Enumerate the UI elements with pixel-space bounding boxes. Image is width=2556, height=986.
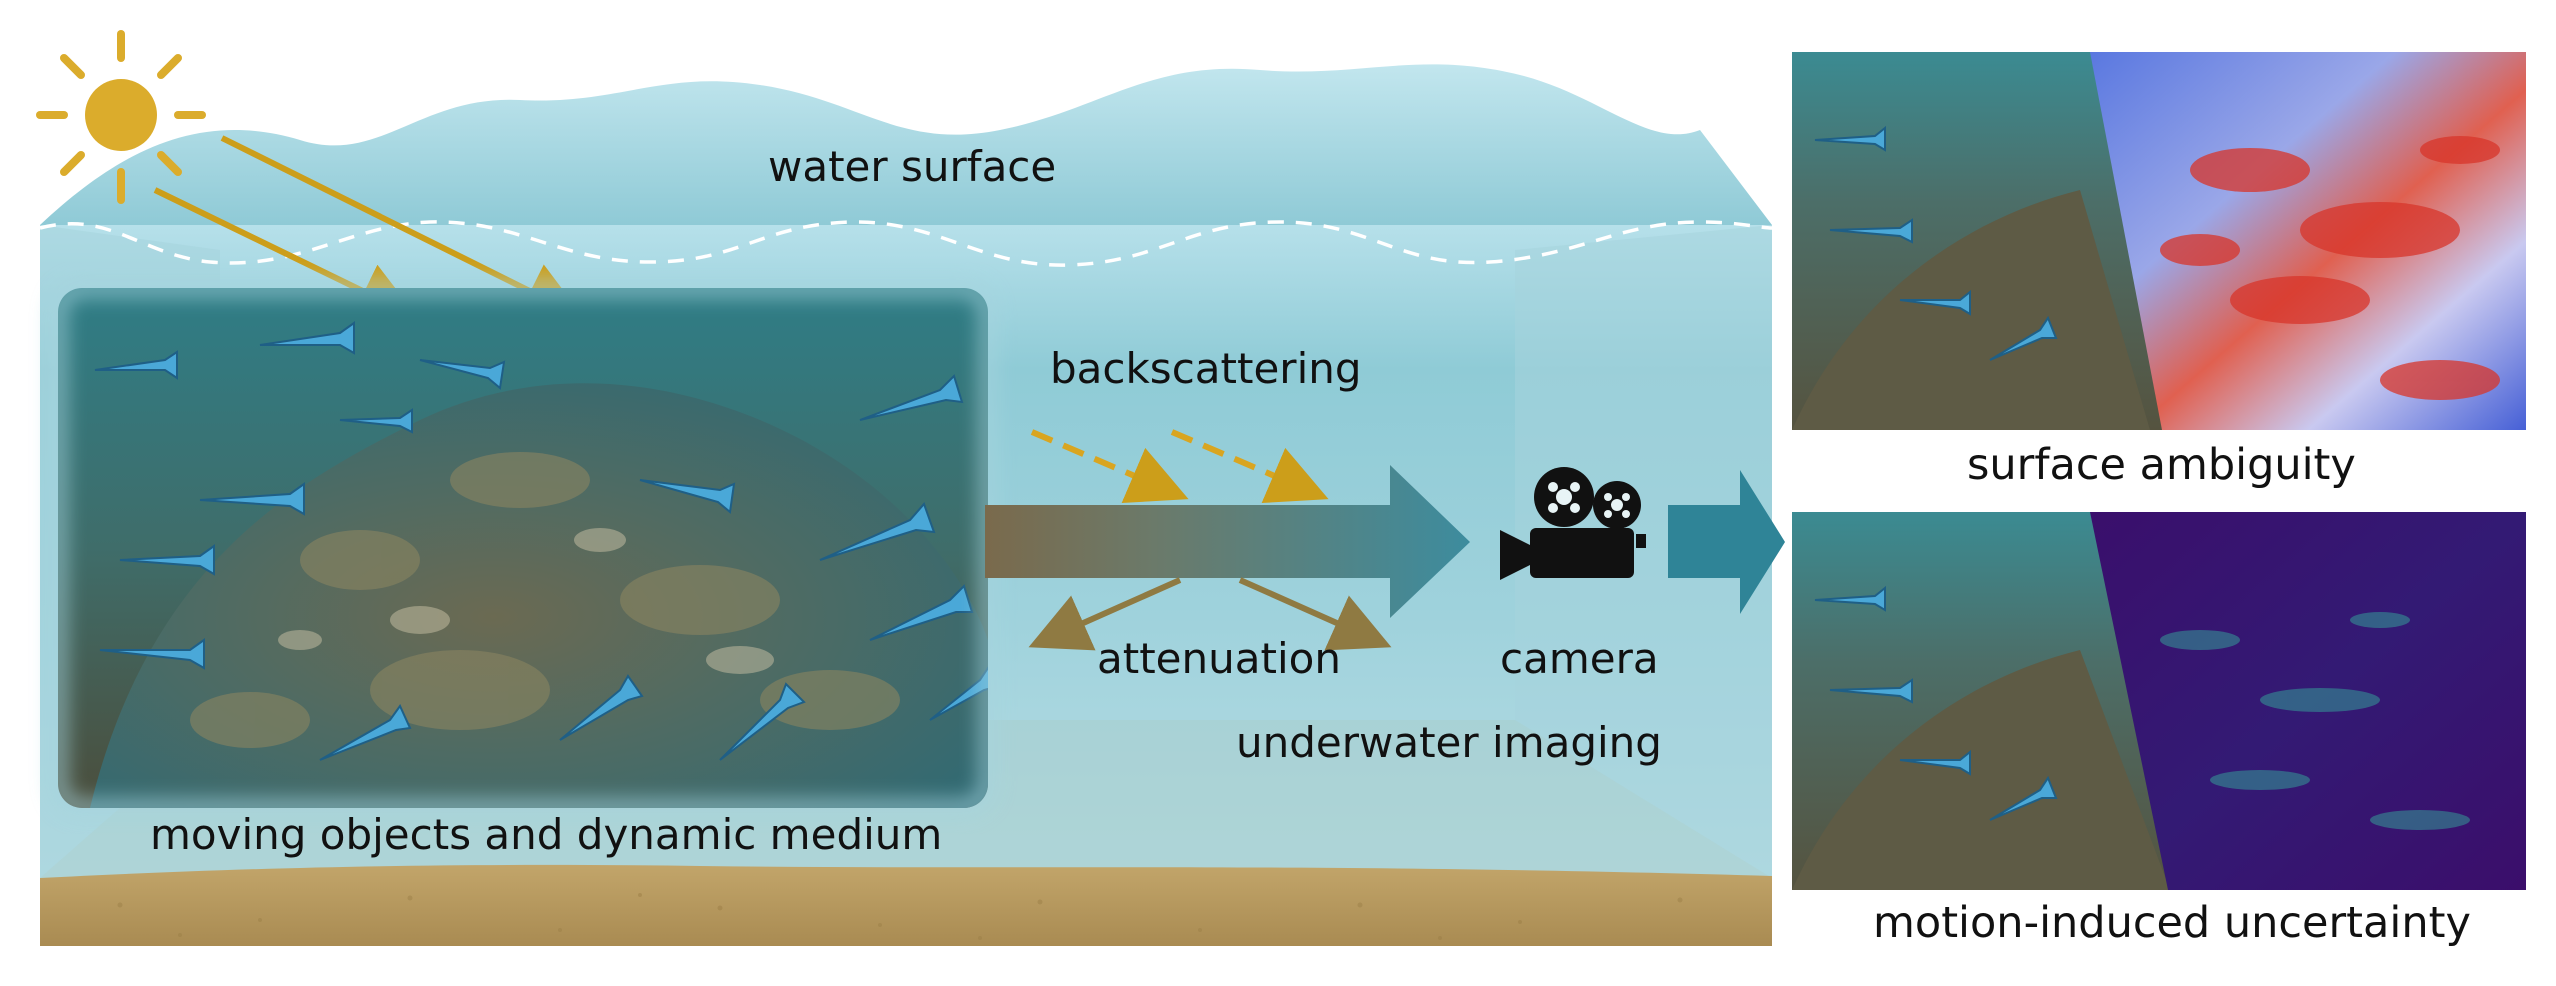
- attenuation-arrow: [1028, 577, 1182, 651]
- underwater-imaging-label: underwater imaging: [1236, 718, 1662, 767]
- sand-texture: [117, 893, 1683, 940]
- water-surface-dashed-line: [39, 220, 1773, 267]
- fish-school: [94, 321, 988, 761]
- water-surface-label: water surface: [768, 142, 1057, 191]
- backscattering-arrows: [1030, 429, 1329, 504]
- motion-uncertainty-image: [1792, 512, 2526, 890]
- backscatter-arrow: [1030, 429, 1189, 504]
- movie-camera-icon: [1500, 467, 1646, 580]
- sand-floor: [40, 864, 1772, 946]
- scene-photo: [58, 288, 988, 808]
- attenuation-arrow: [1238, 577, 1392, 651]
- camera-label: camera: [1500, 634, 1659, 683]
- attenuation-arrows: [1028, 577, 1392, 651]
- surface-ambiguity-label: surface ambiguity: [1967, 440, 2356, 490]
- surface-ambiguity-image: [1792, 52, 2526, 430]
- light-beam-arrow: [985, 465, 1470, 618]
- backscattering-label: backscattering: [1050, 344, 1362, 393]
- moving-objects-label: moving objects and dynamic medium: [150, 810, 943, 859]
- sun-icon: [36, 30, 206, 204]
- water-surface-layer: [40, 64, 1772, 225]
- backscatter-arrow: [1170, 429, 1329, 504]
- attenuation-label: attenuation: [1097, 634, 1341, 683]
- motion-uncertainty-label: motion-induced uncertainty: [1873, 898, 2471, 948]
- output-arrow: [1668, 470, 1785, 614]
- uncertainty-heatmap: [2090, 512, 2526, 890]
